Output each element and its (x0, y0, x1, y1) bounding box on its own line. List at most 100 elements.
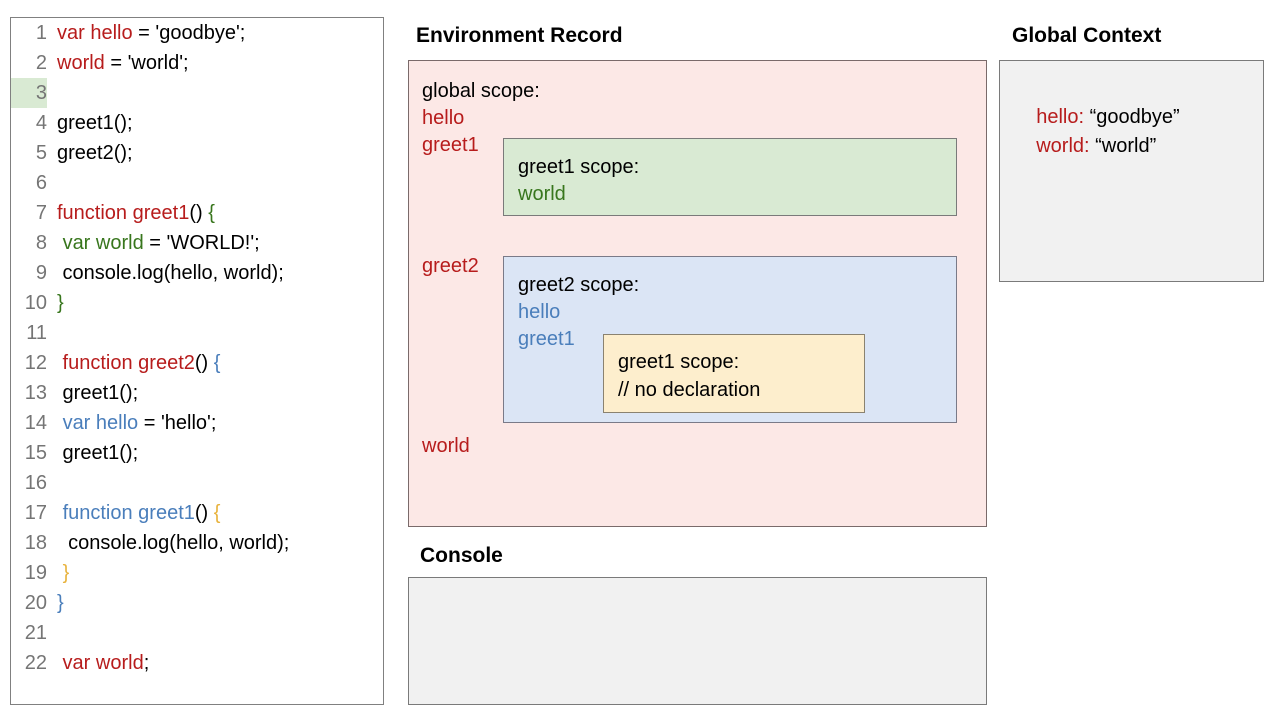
global-context-value-hello: “goodbye” (1084, 106, 1180, 128)
code-line-text: function greet2() { (47, 348, 221, 378)
greet1-inner-scope-note: // no declaration (618, 379, 761, 401)
console-output-text (409, 578, 986, 598)
code-line[interactable]: 16 (11, 468, 383, 498)
line-number: 8 (35, 232, 47, 254)
code-token: ; (143, 652, 150, 674)
code-token: var world (62, 232, 144, 254)
line-number: 20 (24, 592, 47, 614)
code-line[interactable]: 12 function greet2() { (11, 348, 383, 378)
code-token: console.log(hello, world); (57, 532, 290, 554)
global-context-entry-world: world: “world” (1014, 107, 1156, 185)
code-line[interactable]: 11 (11, 318, 383, 348)
code-line-text: function greet1() { (47, 198, 215, 228)
line-number: 6 (35, 172, 47, 194)
code-line[interactable]: 14 var hello = 'hello'; (11, 408, 383, 438)
code-token: greet1(); (57, 442, 139, 464)
code-line[interactable]: 17 function greet1() { (11, 498, 383, 528)
code-line[interactable]: 22 var world; (11, 648, 383, 678)
greet1-inner-scope-heading: greet1 scope: (618, 351, 740, 373)
line-number: 12 (24, 352, 47, 374)
code-token: } (57, 292, 64, 314)
line-number: 4 (35, 112, 47, 134)
line-number: 21 (24, 622, 47, 644)
code-token: function greet2 (57, 352, 195, 374)
code-token: { (213, 502, 221, 524)
code-line[interactable]: 10} (11, 288, 383, 318)
code-line-text: var world; (47, 648, 150, 678)
line-number: 22 (24, 652, 47, 674)
code-line[interactable]: 9 console.log(hello, world); (11, 258, 383, 288)
code-line-text: console.log(hello, world); (47, 528, 289, 558)
code-line[interactable]: 21 (11, 618, 383, 648)
code-line[interactable]: 8 var world = 'WORLD!'; (11, 228, 383, 258)
global-context-panel: hello: “goodbye” world: “world” (999, 60, 1264, 282)
code-token: = 'world'; (104, 52, 189, 74)
greet2-scope-heading: greet2 scope: (518, 274, 640, 296)
code-line-text: world = 'world'; (47, 48, 189, 78)
line-number: 19 (24, 562, 47, 584)
code-token: () (194, 352, 214, 374)
code-token: var hello (57, 22, 133, 44)
line-number: 5 (35, 142, 47, 164)
global-var-world: world (422, 435, 470, 457)
global-var-greet2: greet2 (422, 255, 479, 277)
code-line-text: } (47, 588, 64, 618)
global-var-greet1: greet1 (422, 134, 479, 156)
console-output-panel[interactable] (408, 577, 987, 705)
greet2-scope-var-hello: hello (518, 301, 561, 323)
code-line-text: function greet1() { (47, 498, 221, 528)
console-title: Console (420, 544, 503, 567)
global-context-title: Global Context (1012, 24, 1162, 47)
line-number: 9 (35, 262, 47, 284)
code-token: console.log(hello, world); (57, 262, 284, 284)
line-number: 1 (35, 22, 47, 44)
code-line-text: greet1(); (47, 438, 139, 468)
global-context-entry-hello: hello: “goodbye” (1014, 78, 1180, 156)
code-line-text: var hello = 'goodbye'; (47, 18, 245, 48)
greet2-scope-box: greet2 scope: hello greet1 greet1 scope:… (503, 256, 957, 423)
line-number: 2 (35, 52, 47, 74)
greet1-scope-box: greet1 scope: world (503, 138, 957, 216)
line-number: 15 (24, 442, 47, 464)
code-line[interactable]: 20} (11, 588, 383, 618)
code-line-text: greet2(); (47, 138, 133, 168)
line-number: 13 (24, 382, 47, 404)
global-context-value-world: “world” (1089, 135, 1157, 157)
code-token: world (57, 52, 105, 74)
code-token: var world (57, 652, 144, 674)
code-line-text: greet1(); (47, 378, 139, 408)
global-var-hello: hello (422, 107, 465, 129)
line-number: 17 (24, 502, 47, 524)
code-token: greet1(); (57, 112, 133, 134)
code-line[interactable]: 3 (11, 78, 383, 108)
code-line[interactable]: 6 (11, 168, 383, 198)
environment-record-title: Environment Record (416, 24, 623, 47)
line-number: 10 (24, 292, 47, 314)
greet1-scope-var-world: world (518, 183, 566, 205)
code-token: } (57, 592, 64, 614)
code-line[interactable]: 4 greet1(); (11, 108, 383, 138)
global-context-key-hello: hello: (1036, 106, 1085, 128)
line-number: 14 (24, 412, 47, 434)
code-token: () (189, 202, 209, 224)
code-token: = 'goodbye'; (132, 22, 246, 44)
code-line-text: console.log(hello, world); (47, 258, 284, 288)
line-number: 11 (26, 322, 47, 344)
code-token: { (208, 202, 215, 224)
code-line[interactable]: 18 console.log(hello, world); (11, 528, 383, 558)
global-context-key-world: world: (1036, 135, 1090, 157)
line-number: 16 (24, 472, 47, 494)
code-token: function greet1 (57, 202, 190, 224)
code-token: () (194, 502, 214, 524)
code-line[interactable]: 15 greet1(); (11, 438, 383, 468)
code-line[interactable]: 19 } (11, 558, 383, 588)
code-token: greet1(); (57, 382, 139, 404)
line-number: 7 (35, 202, 47, 224)
code-line[interactable]: 13 greet1(); (11, 378, 383, 408)
